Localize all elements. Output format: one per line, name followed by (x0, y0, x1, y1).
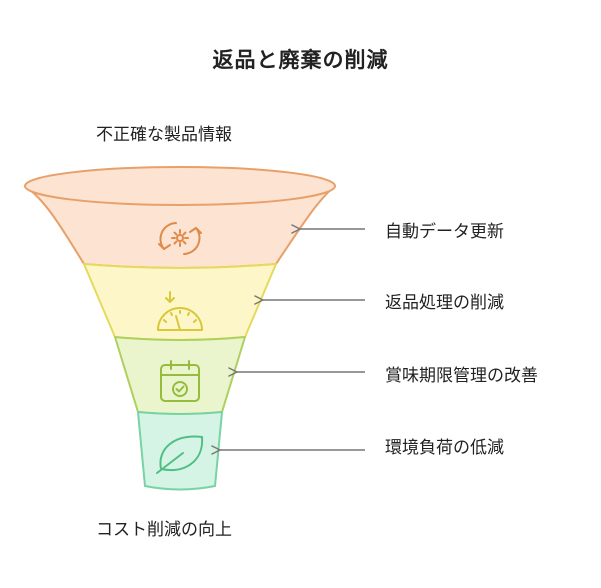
funnel-output-label: コスト削減の向上 (96, 520, 232, 540)
gauge-icon (157, 291, 203, 331)
stage-2-label: 返品処理の削減 (385, 293, 504, 313)
funnel-rim (24, 166, 336, 206)
stage-4-label: 環境負荷の低減 (385, 438, 504, 458)
gear-refresh-icon (158, 222, 202, 255)
funnel-input-label: 不正確な製品情報 (96, 125, 232, 145)
funnel-stage-4 (137, 411, 223, 491)
leaf-icon (156, 435, 204, 474)
diagram-title: 返品と廃棄の削減 (212, 48, 389, 72)
calendar-check-icon (160, 360, 200, 402)
stage-3-label: 賞味期限管理の改善 (385, 366, 538, 386)
stage-1-label: 自動データ更新 (385, 222, 504, 242)
